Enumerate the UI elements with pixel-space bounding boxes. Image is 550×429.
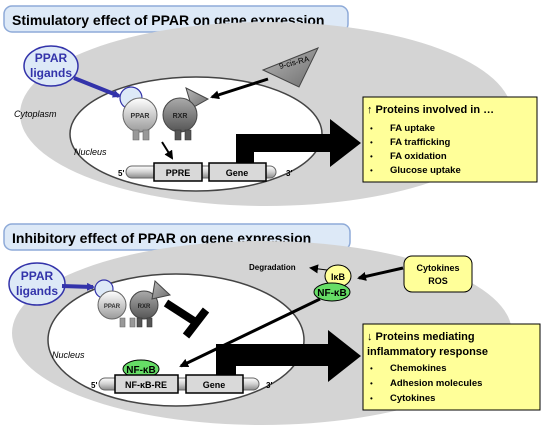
result-item: Adhesion molecules [390,378,482,389]
response-element-label: NF-κB-RE [125,380,167,390]
ppar-label: PPAR [104,304,121,310]
result-list: • FA uptake • FA trafficking • FA oxidat… [370,123,461,176]
result-item: Glucose uptake [390,165,461,176]
result-box [362,96,538,183]
gene-label: Gene [226,168,249,178]
nfkb-cytoplasmic [313,282,351,302]
inhibition-line [163,299,200,327]
ppre-label: PPRE [166,168,191,178]
ros-label: ROS [428,276,448,286]
result-bullet: • [370,124,373,133]
five-prime-label: 5' [91,381,97,390]
expression-arrow [236,119,361,167]
ppre-element [153,162,203,182]
result-bullet: • [370,364,373,373]
nucleus-label: Nucleus [52,350,85,360]
ppar-receptor [97,290,127,320]
nucleus-label: Nucleus [74,147,107,157]
translocation-arrow [179,297,321,368]
five-prime-label: 5' [118,169,124,178]
result-item: Cytokines [390,393,435,404]
rxr-label: RXR [138,304,151,310]
ligand-arrow [73,76,121,98]
stimulatory-panel: Stimulatory effect of PPAR on gene expre… [3,5,538,206]
ikb-label: IκB [331,272,346,282]
nfkb-re-element [114,374,179,394]
result-bullet: • [370,138,373,147]
gene-label: Gene [203,380,226,390]
ppar-label: PPAR [131,113,150,120]
rxr-ligand-triangle [151,279,172,300]
result-bullet: • [370,152,373,161]
ligand-label-line1: PPAR [35,51,68,65]
rxr-receptor [129,290,159,320]
ppar-dna-binding [132,129,150,141]
rxr-dna-binding [136,317,153,328]
ppar-receptor [122,97,158,133]
result-item: FA trafficking [390,137,451,148]
degradation-label: Degradation [249,263,296,272]
ligand-label-line2: ligands [30,66,72,80]
ppar-ligands-bubble [8,262,66,306]
nfkb-label: NF-κB [317,288,346,299]
rxr-dna-binding [174,129,192,141]
result-bullet: • [370,379,373,388]
binding-arrow [161,141,174,160]
ra-triangle [261,47,320,88]
nfkb-nuclear-label: NF-κB [126,365,155,376]
ppar-ligands-bubble [23,45,79,87]
ligand-arrow [61,282,95,291]
cytokines-label: Cytokines [416,263,459,273]
ligand-label-line1: PPAR [21,269,54,283]
inhibitory-panel: Inhibitory effect of PPAR on gene expres… [3,223,541,425]
result-box [362,323,541,411]
cytoplasm-label: Cytoplasm [14,109,57,119]
cytokines-box [403,255,473,293]
ligand-label-line2: ligands [16,284,58,298]
degradation-arrow [309,264,328,274]
result-title: ↑ Proteins involved in … [367,104,494,116]
result-item: FA oxidation [390,151,447,162]
result-bullet: • [370,394,373,403]
three-prime-label: 3' [266,381,272,390]
ppar-dna-binding [119,317,136,328]
rxr-label: RXR [173,113,188,120]
expression-arrow [216,330,361,382]
inhibition-bar [182,307,210,339]
ra-arrow [210,77,269,100]
result-title-line1: ↓ Proteins mediating [367,331,475,343]
gene-element [185,374,244,394]
result-item: Chemokines [390,363,447,374]
three-prime-label: 3' [286,169,292,178]
result-bullet: • [370,166,373,175]
result-title-line2: inflammatory response [367,346,488,358]
result-list: • Chemokines • Adhesion molecules • Cyto… [370,363,482,404]
cytokines-arrow [357,266,404,281]
result-item: FA uptake [390,123,435,134]
